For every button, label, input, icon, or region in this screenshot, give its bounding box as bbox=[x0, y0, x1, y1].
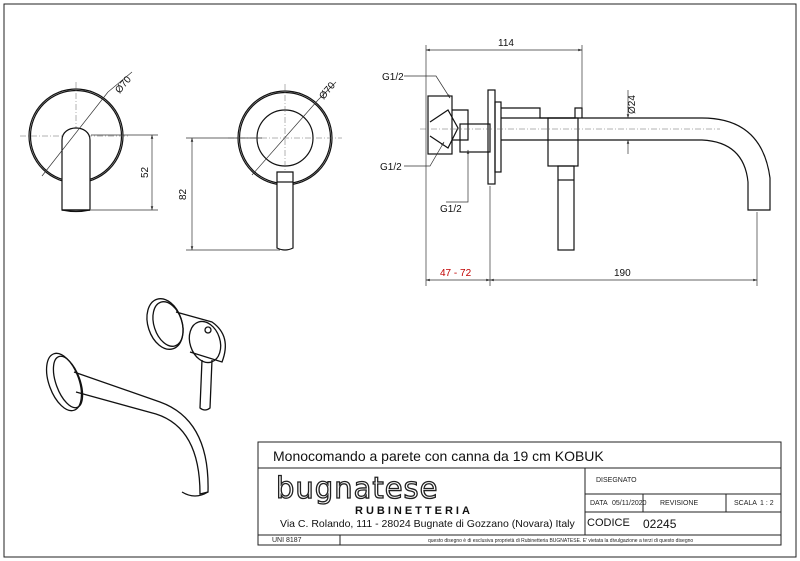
front-height-2-label: 82 bbox=[178, 188, 189, 200]
brand-logo: bugnatese bbox=[275, 471, 439, 505]
side-range-label: 47 - 72 bbox=[440, 268, 472, 279]
side-view bbox=[420, 89, 771, 251]
side-dia-spout-label: Ø24 bbox=[627, 95, 638, 114]
scala-label: SCALA bbox=[734, 500, 757, 507]
front-view-mixer-dims bbox=[186, 81, 337, 251]
standard-label: UNI 8187 bbox=[272, 537, 302, 544]
side-thread-2-label: G1/2 bbox=[380, 162, 402, 173]
disegnato-label: DISEGNATO bbox=[596, 477, 637, 484]
revisione-label: REVISIONE bbox=[660, 500, 699, 507]
front-dia-1-label: Ø70 bbox=[113, 74, 134, 96]
front-view-mixer bbox=[228, 84, 342, 251]
side-thread-1-label: G1/2 bbox=[382, 72, 404, 83]
front-height-1-label: 52 bbox=[140, 166, 151, 178]
sheet-border bbox=[3, 3, 797, 558]
title-block bbox=[257, 441, 782, 546]
codice-label: CODICE bbox=[587, 517, 630, 529]
scala-value: 1 : 2 bbox=[760, 500, 774, 507]
front-view-spout bbox=[20, 82, 130, 213]
isometric-view bbox=[45, 298, 226, 497]
ownership-notice: questo disegno è di esclusiva proprietà … bbox=[428, 538, 694, 544]
side-view-dims bbox=[404, 45, 758, 286]
side-width-top-label: 114 bbox=[498, 38, 514, 49]
product-title: Monocomando a parete con canna da 19 cm … bbox=[273, 448, 604, 464]
codice-value: 02245 bbox=[643, 517, 677, 531]
company-address: Via C. Rolando, 111 - 28024 Bugnate di G… bbox=[280, 518, 575, 530]
data-label: DATA bbox=[590, 500, 608, 507]
side-thread-3-label: G1/2 bbox=[440, 204, 462, 215]
brand-subtitle: RUBINETTERIA bbox=[355, 505, 473, 517]
side-length-label: 190 bbox=[614, 268, 631, 279]
front-view-spout-dims bbox=[41, 71, 158, 211]
data-value: 05/11/2020 bbox=[612, 500, 647, 507]
